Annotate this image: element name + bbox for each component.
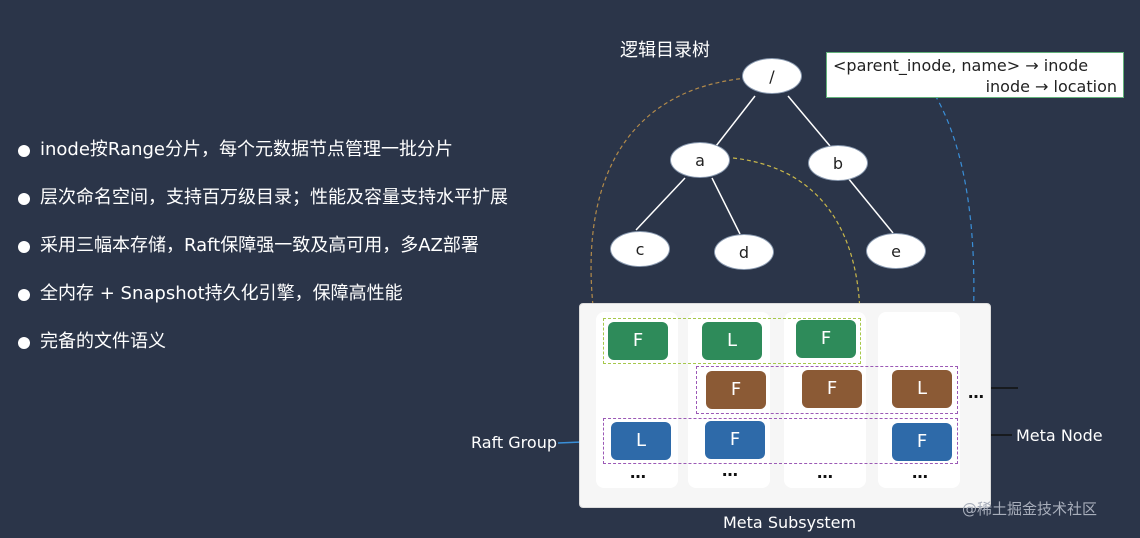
a-to-group-curve [732, 157, 861, 321]
replica-leader: L [702, 322, 762, 360]
replica-follower: F [608, 322, 668, 360]
edge-a-c [635, 177, 686, 231]
bullet-item: 完备的文件语义 [18, 327, 508, 375]
edge-root-b [787, 95, 831, 147]
bullet-item: inode按Range分片，每个元数据节点管理一批分片 [18, 135, 508, 183]
edge-root-a [715, 95, 756, 147]
replica-follower: F [796, 320, 856, 358]
replica-follower: F [705, 421, 765, 459]
ellipsis-marker: … [968, 383, 985, 402]
bullet-item: 层次命名空间，支持百万级目录；性能及容量支持水平扩展 [18, 183, 508, 231]
tree-node-a: a [670, 142, 730, 178]
tree-node-b: b [808, 145, 868, 181]
raft-group-brown-box [696, 366, 958, 414]
raft-group-blue-box [603, 418, 958, 464]
tree-node-d: d [714, 234, 774, 270]
raft-group-green-box [603, 318, 861, 364]
edge-b-e [847, 177, 894, 234]
meta-node-curve [934, 94, 975, 440]
replica-leader: L [892, 370, 952, 408]
edge-a-d [711, 177, 741, 235]
tree-title: 逻辑目录树 [620, 40, 710, 61]
root-to-group-curve [590, 77, 748, 332]
bullet-item: 采用三幅本存储，Raft保障强一致及高可用，多AZ部署 [18, 231, 508, 279]
tree-node-c: c [610, 231, 670, 267]
mapping-line-1: <parent_inode, name> → inode [833, 56, 1089, 75]
replica-follower: F [892, 423, 952, 461]
mapping-box: <parent_inode, name> → inode inode → loc… [826, 52, 1124, 98]
bullet-item: 全内存 + Snapshot持久化引擎，保障高性能 [18, 279, 508, 327]
meta-subsystem-label: Meta Subsystem [723, 513, 857, 532]
feature-list: inode按Range分片，每个元数据节点管理一批分片 层次命名空间，支持百万级… [18, 135, 508, 375]
watermark: @稀土掘金技术社区 [962, 500, 1098, 518]
tree-edges [635, 95, 894, 235]
tree-node-e: e [866, 233, 926, 269]
ellipsis-marker: … [722, 461, 739, 480]
meta-node-label: Meta Node [1016, 426, 1103, 445]
ellipsis-marker: … [817, 463, 834, 482]
tree-node-root: / [742, 58, 802, 94]
mapping-line-2: inode → location [985, 77, 1117, 96]
ellipsis-marker: … [912, 463, 929, 482]
replica-leader: L [611, 422, 671, 460]
replica-follower: F [802, 370, 862, 408]
raft-group-label: Raft Group [471, 433, 557, 452]
ellipsis-marker: … [630, 463, 647, 482]
replica-follower: F [706, 371, 766, 409]
